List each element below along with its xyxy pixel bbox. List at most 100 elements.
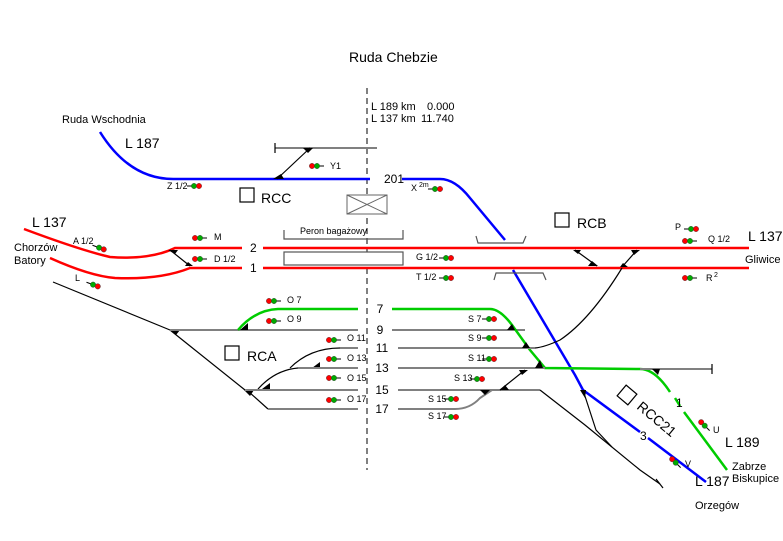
signal-z12-icon [187,183,202,189]
platform-crossed-box [346,194,388,215]
frog-marker [303,148,313,153]
post-rcc-box [239,187,255,203]
signal-label-q12: Q 1/2 [708,234,730,244]
frog-marker [519,370,528,375]
line-label-l187-top: L 187 [125,135,160,151]
switch-y1 [276,147,311,180]
track-15-extension [539,389,661,485]
track-label-15: 15 [375,383,389,397]
signal-t12-icon [439,275,454,281]
signal-label-s13: S 13 [454,373,473,383]
signal-label-u: U [713,425,720,435]
track-label-201: 201 [384,172,404,186]
track-3-east [647,437,707,483]
frog-marker [480,390,490,395]
signal-label-s9: S 9 [468,333,482,343]
track-201-east [402,177,506,241]
signal-label-x2m: X [411,183,417,193]
destination-gliwice: Gliwice [745,254,780,266]
signal-s15-icon [444,396,459,402]
signal-a12-icon [92,244,107,253]
signal-label-p: P [675,222,681,232]
frog-marker [535,360,543,368]
signal-o11-icon [326,337,341,343]
track-diagonal-17 [248,391,269,410]
signal-label-y1: Y1 [330,161,341,171]
frog-marker [273,174,284,179]
signal-label-o7: O 7 [287,295,302,305]
signal-label-r2-sup: 2 [714,272,718,279]
track-7-east [392,307,672,393]
connector-rcb-to-9 [534,267,623,349]
frog-marker [507,324,515,330]
post-rcb-label: RCB [577,215,607,231]
track-diagonal-15 [169,329,246,391]
track-label-1: 1 [250,261,257,275]
track-17-east [398,389,493,410]
signal-s13-icon [470,376,485,382]
line-label-l189: L 189 [725,434,760,450]
track-7-west [237,307,358,331]
buffer-stop-15 [655,478,664,489]
frog-marker [631,250,640,255]
signal-s7-icon [482,316,497,322]
signal-label-o17: O 17 [347,394,367,404]
signals-layer [86,163,711,469]
signal-label-s11: S 11 [468,353,486,363]
platform-label: Peron bagażowy [300,226,368,236]
frog-marker [168,250,178,254]
signal-label-m: M [214,232,222,242]
signal-g12-icon [439,255,454,261]
frog-marker [170,330,180,335]
signal-label-s15: S 15 [428,394,447,404]
signal-s17-icon [444,414,459,420]
track-label-7: 7 [377,302,384,316]
km-info: L 189 km 0.000 L 137 km 11.740 [371,101,455,125]
platform-between-1-2 [283,251,404,266]
frog-marker [312,362,320,368]
frog-marker [500,385,509,390]
signal-s11-icon [482,356,497,362]
track-l187-diagonal [511,269,641,434]
frog-marker [244,390,254,396]
track-1-l189 [682,411,729,471]
signal-label-o9: O 9 [287,314,302,324]
switch-11 [289,347,341,369]
bridge-upper [475,235,527,244]
destination-ruda-wschodnia: Ruda Wschodnia [62,114,147,126]
destination-zabrze-2: Biskupice [732,473,779,485]
signal-label-r2: R [706,273,713,283]
signal-label-o11: O 11 [347,333,366,343]
signal-label-v: V [685,459,691,469]
signal-y1-icon [309,163,324,169]
track-label-13: 13 [375,361,389,375]
platform-bracket [283,230,404,240]
km-line2-value: 11.740 [421,113,454,125]
signal-label-l: L [75,273,80,283]
signal-o15-icon [326,375,341,381]
signal-label-x2m-sup: 2m [419,182,429,189]
line-label-l187-bottom: L 187 [695,473,730,489]
track-label-1-l189: 1 [676,396,683,410]
track-label-3: 3 [640,429,647,443]
destination-chorzow-1: Chorzów [14,242,57,254]
signal-l-icon [86,281,101,290]
line-label-l137-left: L 137 [32,214,67,230]
signal-label-a12: A 1/2 [73,236,94,246]
signal-label-t12: T 1/2 [416,272,436,282]
signal-o17-icon [326,397,341,403]
destination-chorzow-2: Batory [14,255,46,267]
post-rcc-label: RCC [261,190,291,206]
track-2-west [23,227,242,259]
frog-marker [522,342,530,348]
line-label-l137-right: L 137 [748,228,783,244]
km-line1-name: L 189 [371,101,398,113]
signal-x2m-icon [428,186,443,192]
track-label-9: 9 [377,323,384,337]
signal-m-icon [192,235,207,241]
track-l187-curve [98,131,370,181]
post-rcc21-box [616,384,638,406]
signal-label-s17: S 17 [428,411,447,421]
station-title: Ruda Chebzie [349,49,438,65]
